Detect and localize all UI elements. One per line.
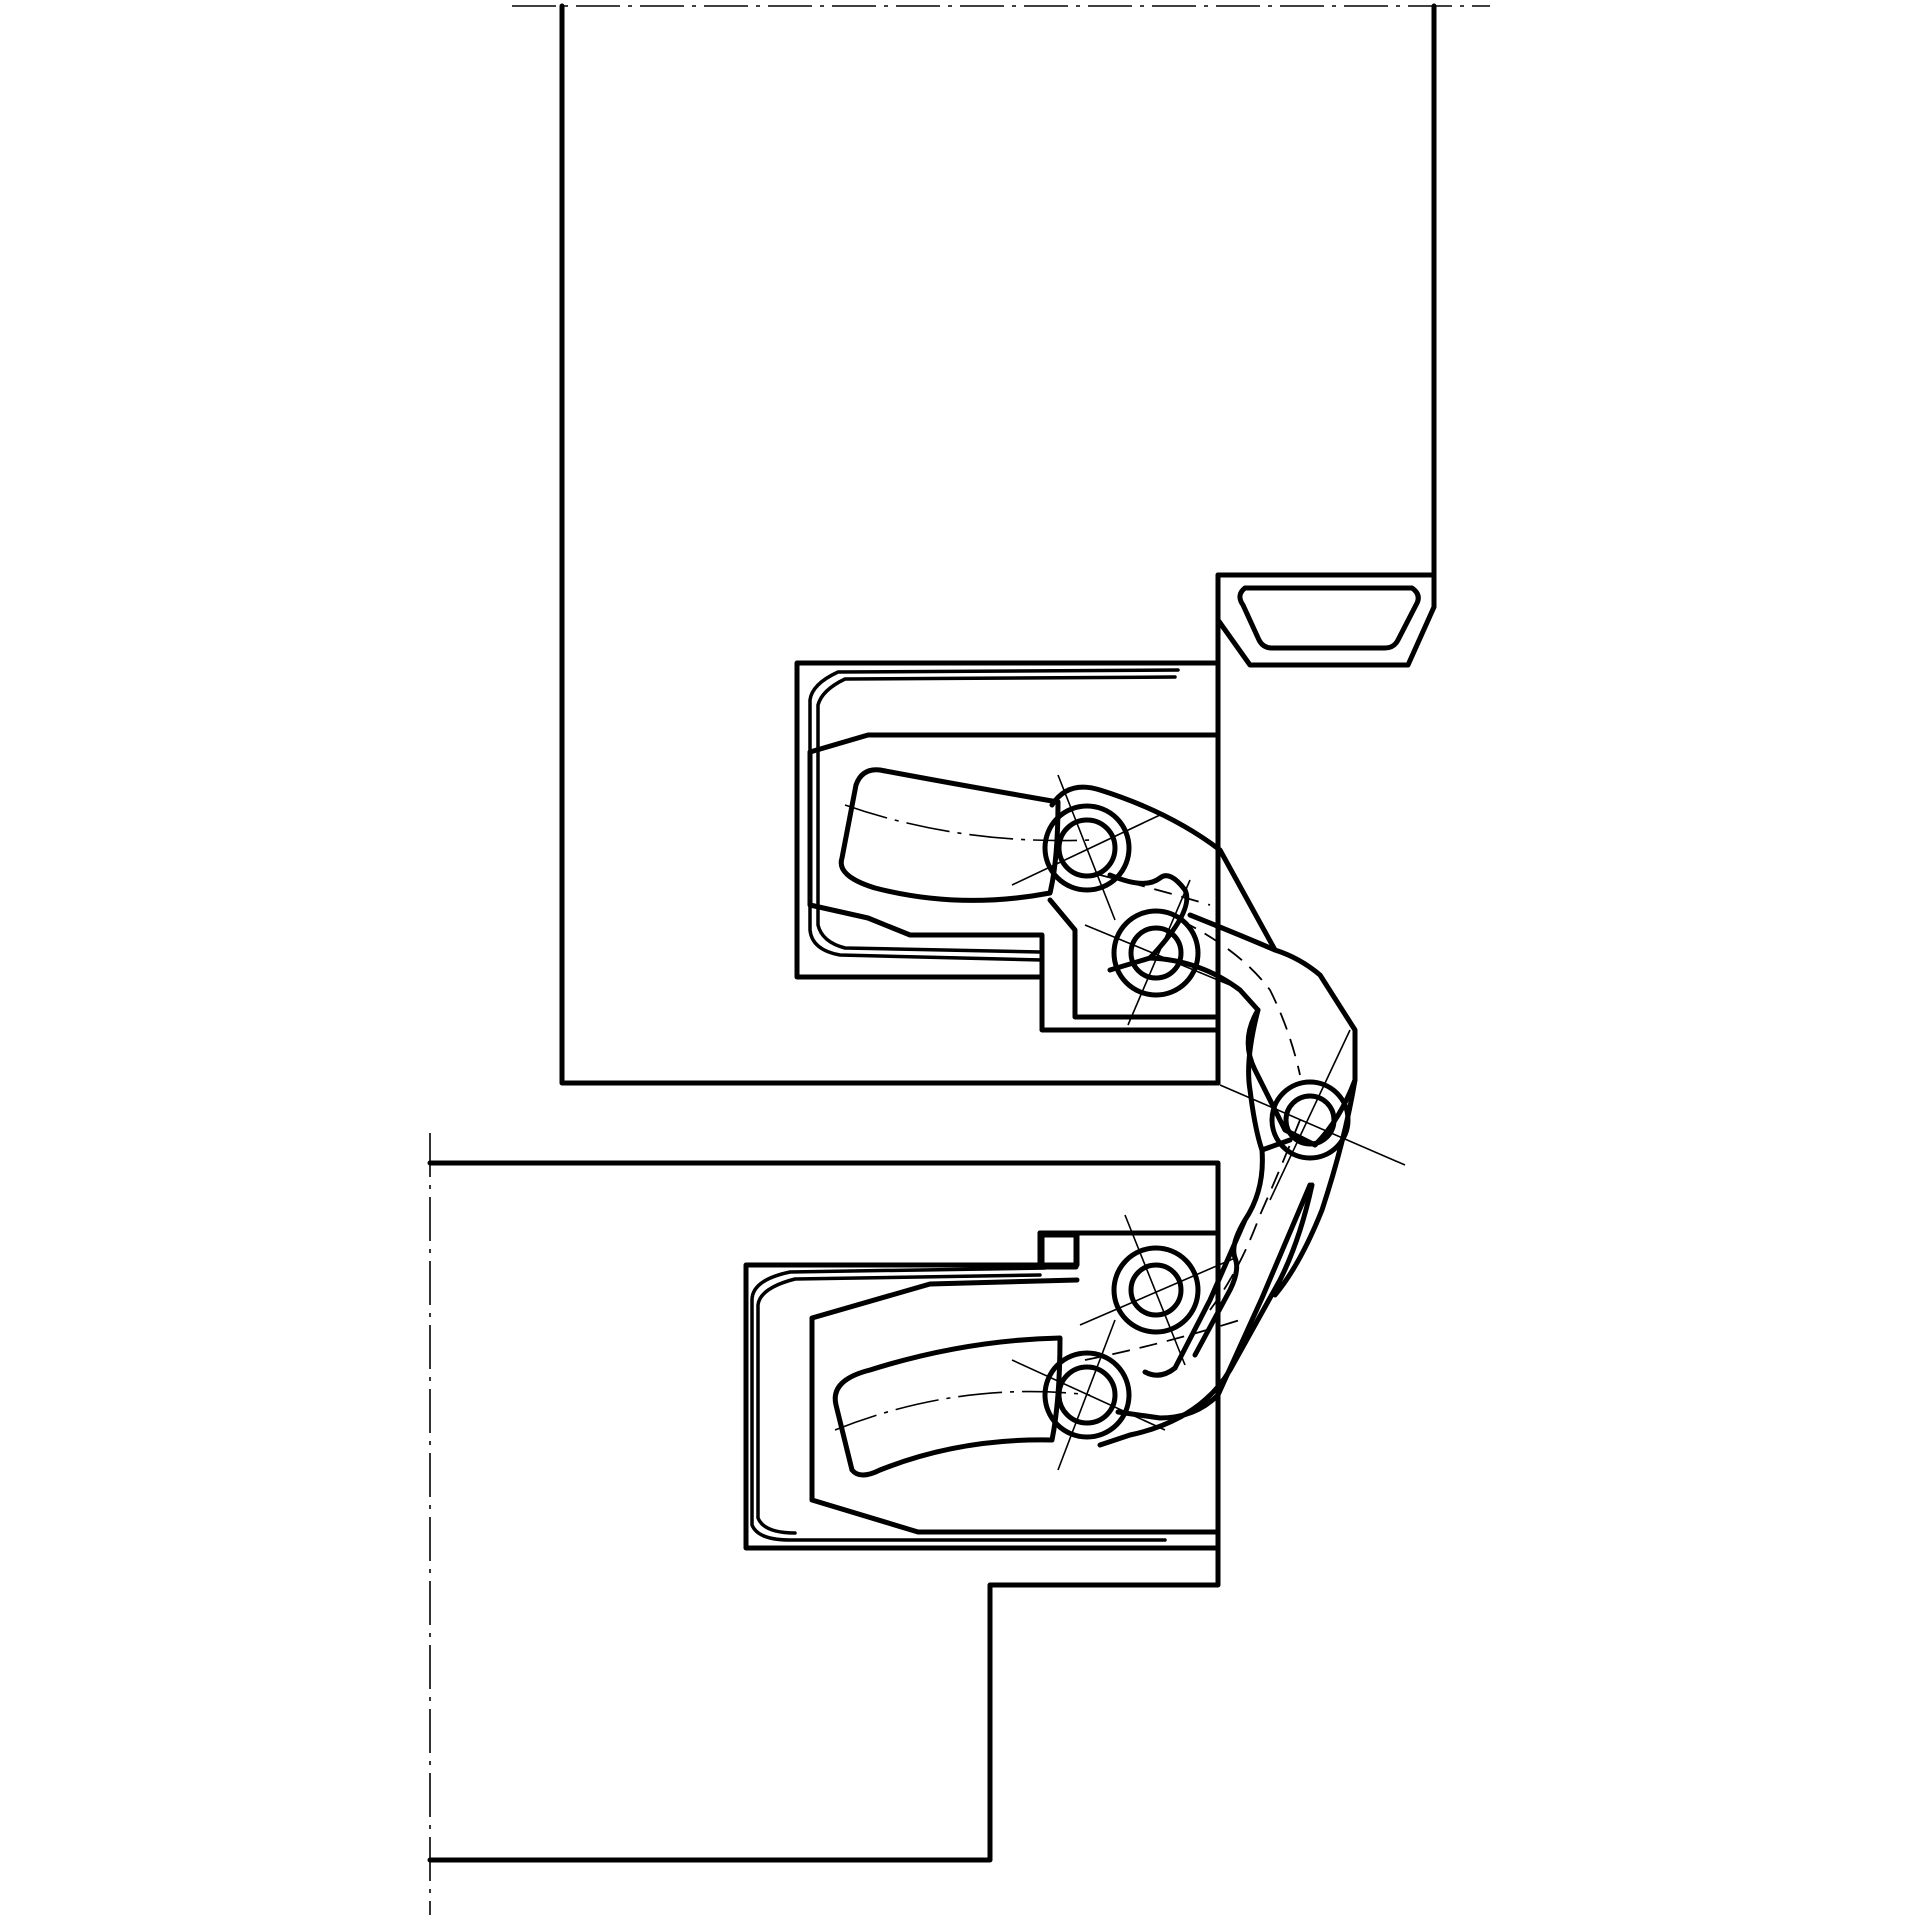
pivot-pins xyxy=(1011,774,1406,1471)
pivot-pin-center xyxy=(1219,1029,1406,1201)
central-link-arm xyxy=(1187,912,1293,1153)
pin-upper-1-inner xyxy=(1056,817,1118,879)
upper-guide-slot xyxy=(838,767,1061,903)
lower-housing-body xyxy=(809,1277,1221,1535)
pivot-pin-lower-1 xyxy=(1011,1319,1166,1471)
lower-frame-outline xyxy=(427,1160,1221,1268)
upper-link-arm xyxy=(1049,784,1358,1148)
hidden-arm-line-1 xyxy=(1179,919,1301,1076)
pivot-pin-lower-2 xyxy=(1079,1214,1236,1366)
pin-lower-2-axis-b xyxy=(1124,1214,1186,1366)
upper-frame-outline xyxy=(559,3,1241,1086)
pin-upper-1-axis-b xyxy=(1011,814,1161,886)
pin-upper-1-axis-a xyxy=(1057,774,1116,921)
lower-frame-block xyxy=(427,1133,1221,1915)
pin-lower-1-axis-a xyxy=(1011,1359,1166,1431)
lower-guide-slot xyxy=(832,1335,1063,1478)
upper-pocket-outline xyxy=(794,660,1221,1033)
pin-center-axis-b xyxy=(1269,1029,1351,1201)
pin-upper-2-inner xyxy=(1128,925,1184,981)
pin-upper-1-outer xyxy=(1042,803,1132,893)
upper-seal-profile xyxy=(1237,585,1421,651)
lower-stop-block xyxy=(1039,1232,1079,1270)
upper-link-arm-lower-edge xyxy=(1107,872,1190,961)
pin-lower-2-outer xyxy=(1111,1245,1201,1335)
lower-hinge-housing xyxy=(750,1266,1221,1542)
upper-housing-inner xyxy=(816,675,1177,954)
pin-upper-2-axis-b xyxy=(1127,879,1191,1026)
pin-center-outer xyxy=(1269,1079,1351,1161)
pin-center-axis-a xyxy=(1219,1084,1406,1166)
pin-center-inner xyxy=(1283,1093,1337,1147)
lower-slot-centerline xyxy=(834,1390,1091,1431)
pin-upper-2-outer xyxy=(1111,908,1201,998)
lower-housing-inner xyxy=(756,1273,1042,1535)
pivot-pin-upper-2 xyxy=(1084,879,1231,1026)
lower-frame-outline-2 xyxy=(427,1230,1221,1863)
pin-lower-1-axis-b xyxy=(1057,1319,1116,1471)
pivot-pin-upper-1 xyxy=(1011,774,1161,921)
upper-housing-shell xyxy=(808,668,1180,962)
pin-lower-1-outer xyxy=(1042,1350,1132,1440)
lower-housing-shell xyxy=(750,1266,1167,1542)
upper-frame-right-edge xyxy=(1215,3,1437,668)
upper-housing-body xyxy=(807,732,1221,1020)
upper-frame-block xyxy=(512,3,1490,1086)
upper-hinge-housing xyxy=(807,668,1221,1020)
pin-lower-1-inner xyxy=(1056,1364,1118,1426)
lower-link-arm-edge xyxy=(1115,1182,1313,1421)
pin-lower-2-inner xyxy=(1128,1262,1184,1318)
pin-lower-2-axis-a xyxy=(1079,1257,1236,1326)
